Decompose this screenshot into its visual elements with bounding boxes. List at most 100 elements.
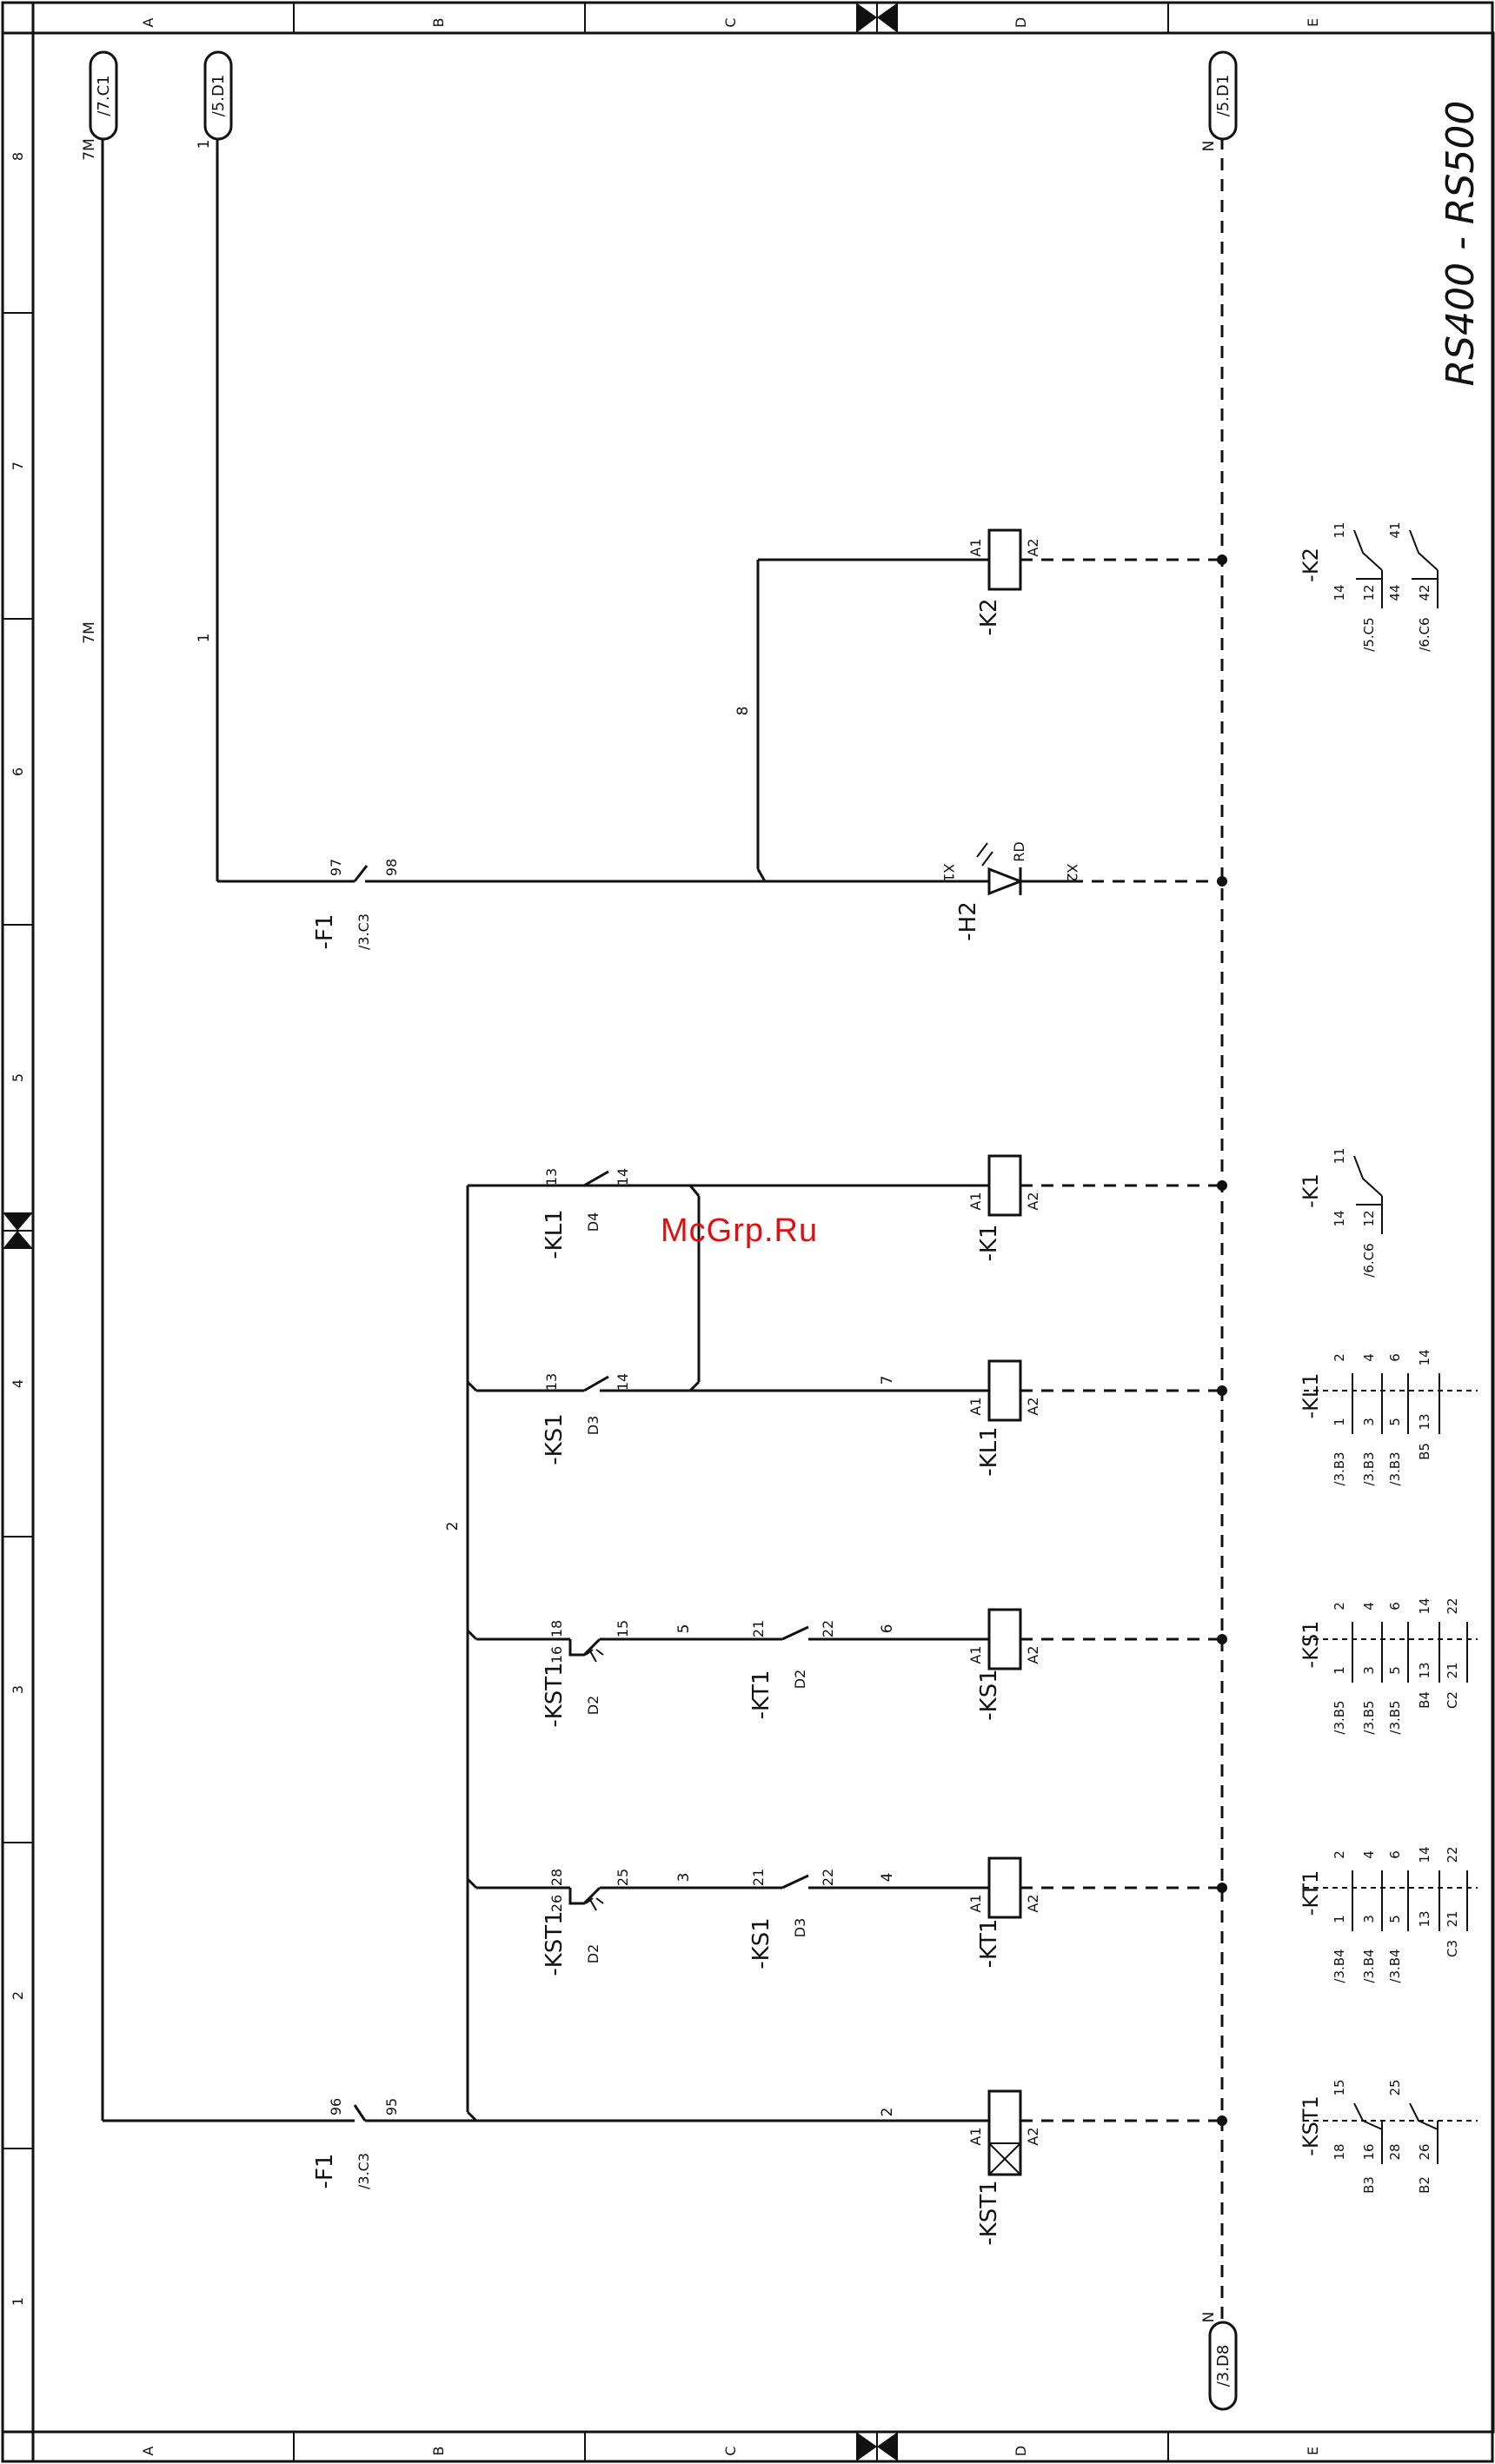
coil-k1 <box>987 1154 1022 1217</box>
h2-color: RD <box>1011 841 1027 861</box>
ks1-ref-4: B4 <box>1417 1691 1432 1709</box>
crossref-n-top: /5.D1 <box>1214 75 1233 117</box>
frame-col-5: 5 <box>10 1073 26 1082</box>
kst1-contact2-name: -KST1 <box>542 1910 568 1976</box>
ks1-pin-4: 4 <box>1361 1602 1377 1611</box>
kl1-pin-5: 5 <box>1387 1418 1403 1426</box>
kst1-c2-p25: 25 <box>615 1869 631 1886</box>
ks1-a2: A2 <box>1025 1645 1041 1664</box>
ks1-pin-5: 5 <box>1387 1666 1403 1675</box>
kt1-pin-3: 3 <box>1361 1915 1377 1923</box>
k2-pin-41: 41 <box>1387 521 1403 538</box>
kt1-pin-22: 22 <box>1445 1846 1460 1863</box>
kl1-pin-4: 4 <box>1361 1353 1377 1362</box>
ks1-nc-contact-name: -KS1 <box>748 1917 774 1969</box>
crossref-n-bottom: /3.D8 <box>1214 2345 1233 2388</box>
coil-kl1 <box>987 1359 1022 1422</box>
wire-label-2-kst1: 2 <box>879 2108 896 2117</box>
kl1-a2: A2 <box>1025 1397 1041 1415</box>
ks1-a1: A1 <box>967 1645 984 1664</box>
coil-k2 <box>987 528 1022 591</box>
ks1-pin-6: 6 <box>1387 1602 1403 1611</box>
lamp-h2 <box>976 842 1025 896</box>
f1-bottom-ref: /3.C3 <box>355 2153 372 2189</box>
table-ks1-name: -KS1 <box>1299 1621 1323 1669</box>
watermark: McGrp.Ru <box>661 1212 819 1249</box>
k1-pin-12: 12 <box>1361 1210 1377 1226</box>
k1-pin-14: 14 <box>1332 1210 1347 1226</box>
wire-label-6: 6 <box>879 1624 896 1634</box>
ks1-nc-contact-p21: 21 <box>750 1869 767 1886</box>
ks1-contact-p13: 13 <box>543 1373 560 1391</box>
kl1-pin-3: 3 <box>1361 1418 1377 1426</box>
frame-row-d-top: D <box>1013 17 1029 28</box>
wire-label-n-bottom: N <box>1200 2312 1218 2323</box>
kt1-ref-2: /3.B4 <box>1361 1949 1377 1982</box>
wire-label-5: 5 <box>675 1624 693 1634</box>
frame-col-6: 6 <box>10 767 26 776</box>
k2-a1: A1 <box>967 538 984 556</box>
h2-x2: X2 <box>1064 863 1080 881</box>
table-kt1-name: -KT1 <box>1299 1870 1323 1916</box>
kt1-contact-name: -KT1 <box>748 1670 774 1720</box>
wire-label-3: 3 <box>675 1873 693 1883</box>
kt1-ref-1: /3.B4 <box>1332 1949 1347 1982</box>
k2-pin-14: 14 <box>1332 584 1347 601</box>
kl1-ref-3: /3.B3 <box>1387 1451 1403 1485</box>
kst1-contact1-name: -KST1 <box>542 1662 568 1727</box>
kl1-a1: A1 <box>967 1397 984 1415</box>
kt1-pin-1: 1 <box>1332 1915 1347 1923</box>
kt1-pin-2: 2 <box>1332 1850 1347 1859</box>
k1-ref-1: /6.C6 <box>1361 1243 1377 1277</box>
wire-label-1-top: 1 <box>196 140 213 149</box>
ks1-pin-13: 13 <box>1417 1662 1432 1678</box>
kt1-pin-5: 5 <box>1387 1915 1403 1923</box>
wire-label-7: 7 <box>879 1376 896 1385</box>
kt1-pin-6: 6 <box>1387 1850 1403 1859</box>
kst1-name: -KST1 <box>976 2180 1002 2245</box>
k1-pin-11: 11 <box>1332 1147 1347 1164</box>
kst1-c1-p15: 15 <box>615 1620 631 1637</box>
ks1-nc-contact-ref: D3 <box>792 1918 808 1938</box>
frame-row-e-bottom: E <box>1305 2447 1321 2455</box>
wire-label-7m-top: 7M <box>81 138 98 160</box>
frame-row-c-top: C <box>722 17 739 27</box>
f1-bottom-name: -F1 <box>312 2154 338 2189</box>
ks1-pin-21: 21 <box>1445 1662 1460 1678</box>
ks1-contact-name: -KS1 <box>542 1413 568 1464</box>
frame-col-2: 2 <box>10 1991 26 2000</box>
wire-label-7m: 7M <box>81 621 98 643</box>
ks1-contact-p14: 14 <box>615 1373 631 1391</box>
k2-ref-2: /6.C6 <box>1417 617 1432 651</box>
kt1-name: -KT1 <box>976 1919 1002 1969</box>
wire-label-1: 1 <box>196 634 213 643</box>
ks1-ref-1: /3.B5 <box>1332 1700 1347 1734</box>
frame-col-1: 1 <box>10 2297 26 2306</box>
frame-row-a-top: A <box>140 17 156 27</box>
coil-ks1 <box>987 1608 1022 1670</box>
kst1-c1-ref: D2 <box>585 1696 601 1716</box>
kl1-pin-1: 1 <box>1332 1418 1347 1426</box>
kt1-pin-4: 4 <box>1361 1850 1377 1859</box>
kst1-pin-25: 25 <box>1387 2079 1403 2095</box>
table-k2-name: -K2 <box>1299 548 1323 582</box>
k2-pin-42: 42 <box>1417 584 1432 601</box>
kst1-c2-ref: D2 <box>585 1944 601 1964</box>
kt1-a1: A1 <box>967 1894 984 1912</box>
table-k1-name: -K1 <box>1299 1173 1323 1208</box>
kt1-pin-13: 13 <box>1417 1910 1432 1927</box>
ks1-pin-1: 1 <box>1332 1666 1347 1675</box>
frame-row-e-top: E <box>1305 18 1321 27</box>
kl1-contact-p13: 13 <box>543 1168 560 1186</box>
kst1-c2-p26: 26 <box>548 1895 565 1912</box>
h2-x1: X1 <box>940 863 957 881</box>
h2-name: -H2 <box>955 901 981 940</box>
ks1-pin-14: 14 <box>1417 1597 1432 1614</box>
wire-label-8: 8 <box>734 707 752 716</box>
kst1-c2-p28: 28 <box>548 1869 565 1886</box>
frame-col-7: 7 <box>10 462 26 470</box>
kl1-pin-2: 2 <box>1332 1353 1347 1362</box>
drawing-title: RS400 - RS500 <box>1439 101 1483 387</box>
kl1-pin-6: 6 <box>1387 1353 1403 1362</box>
